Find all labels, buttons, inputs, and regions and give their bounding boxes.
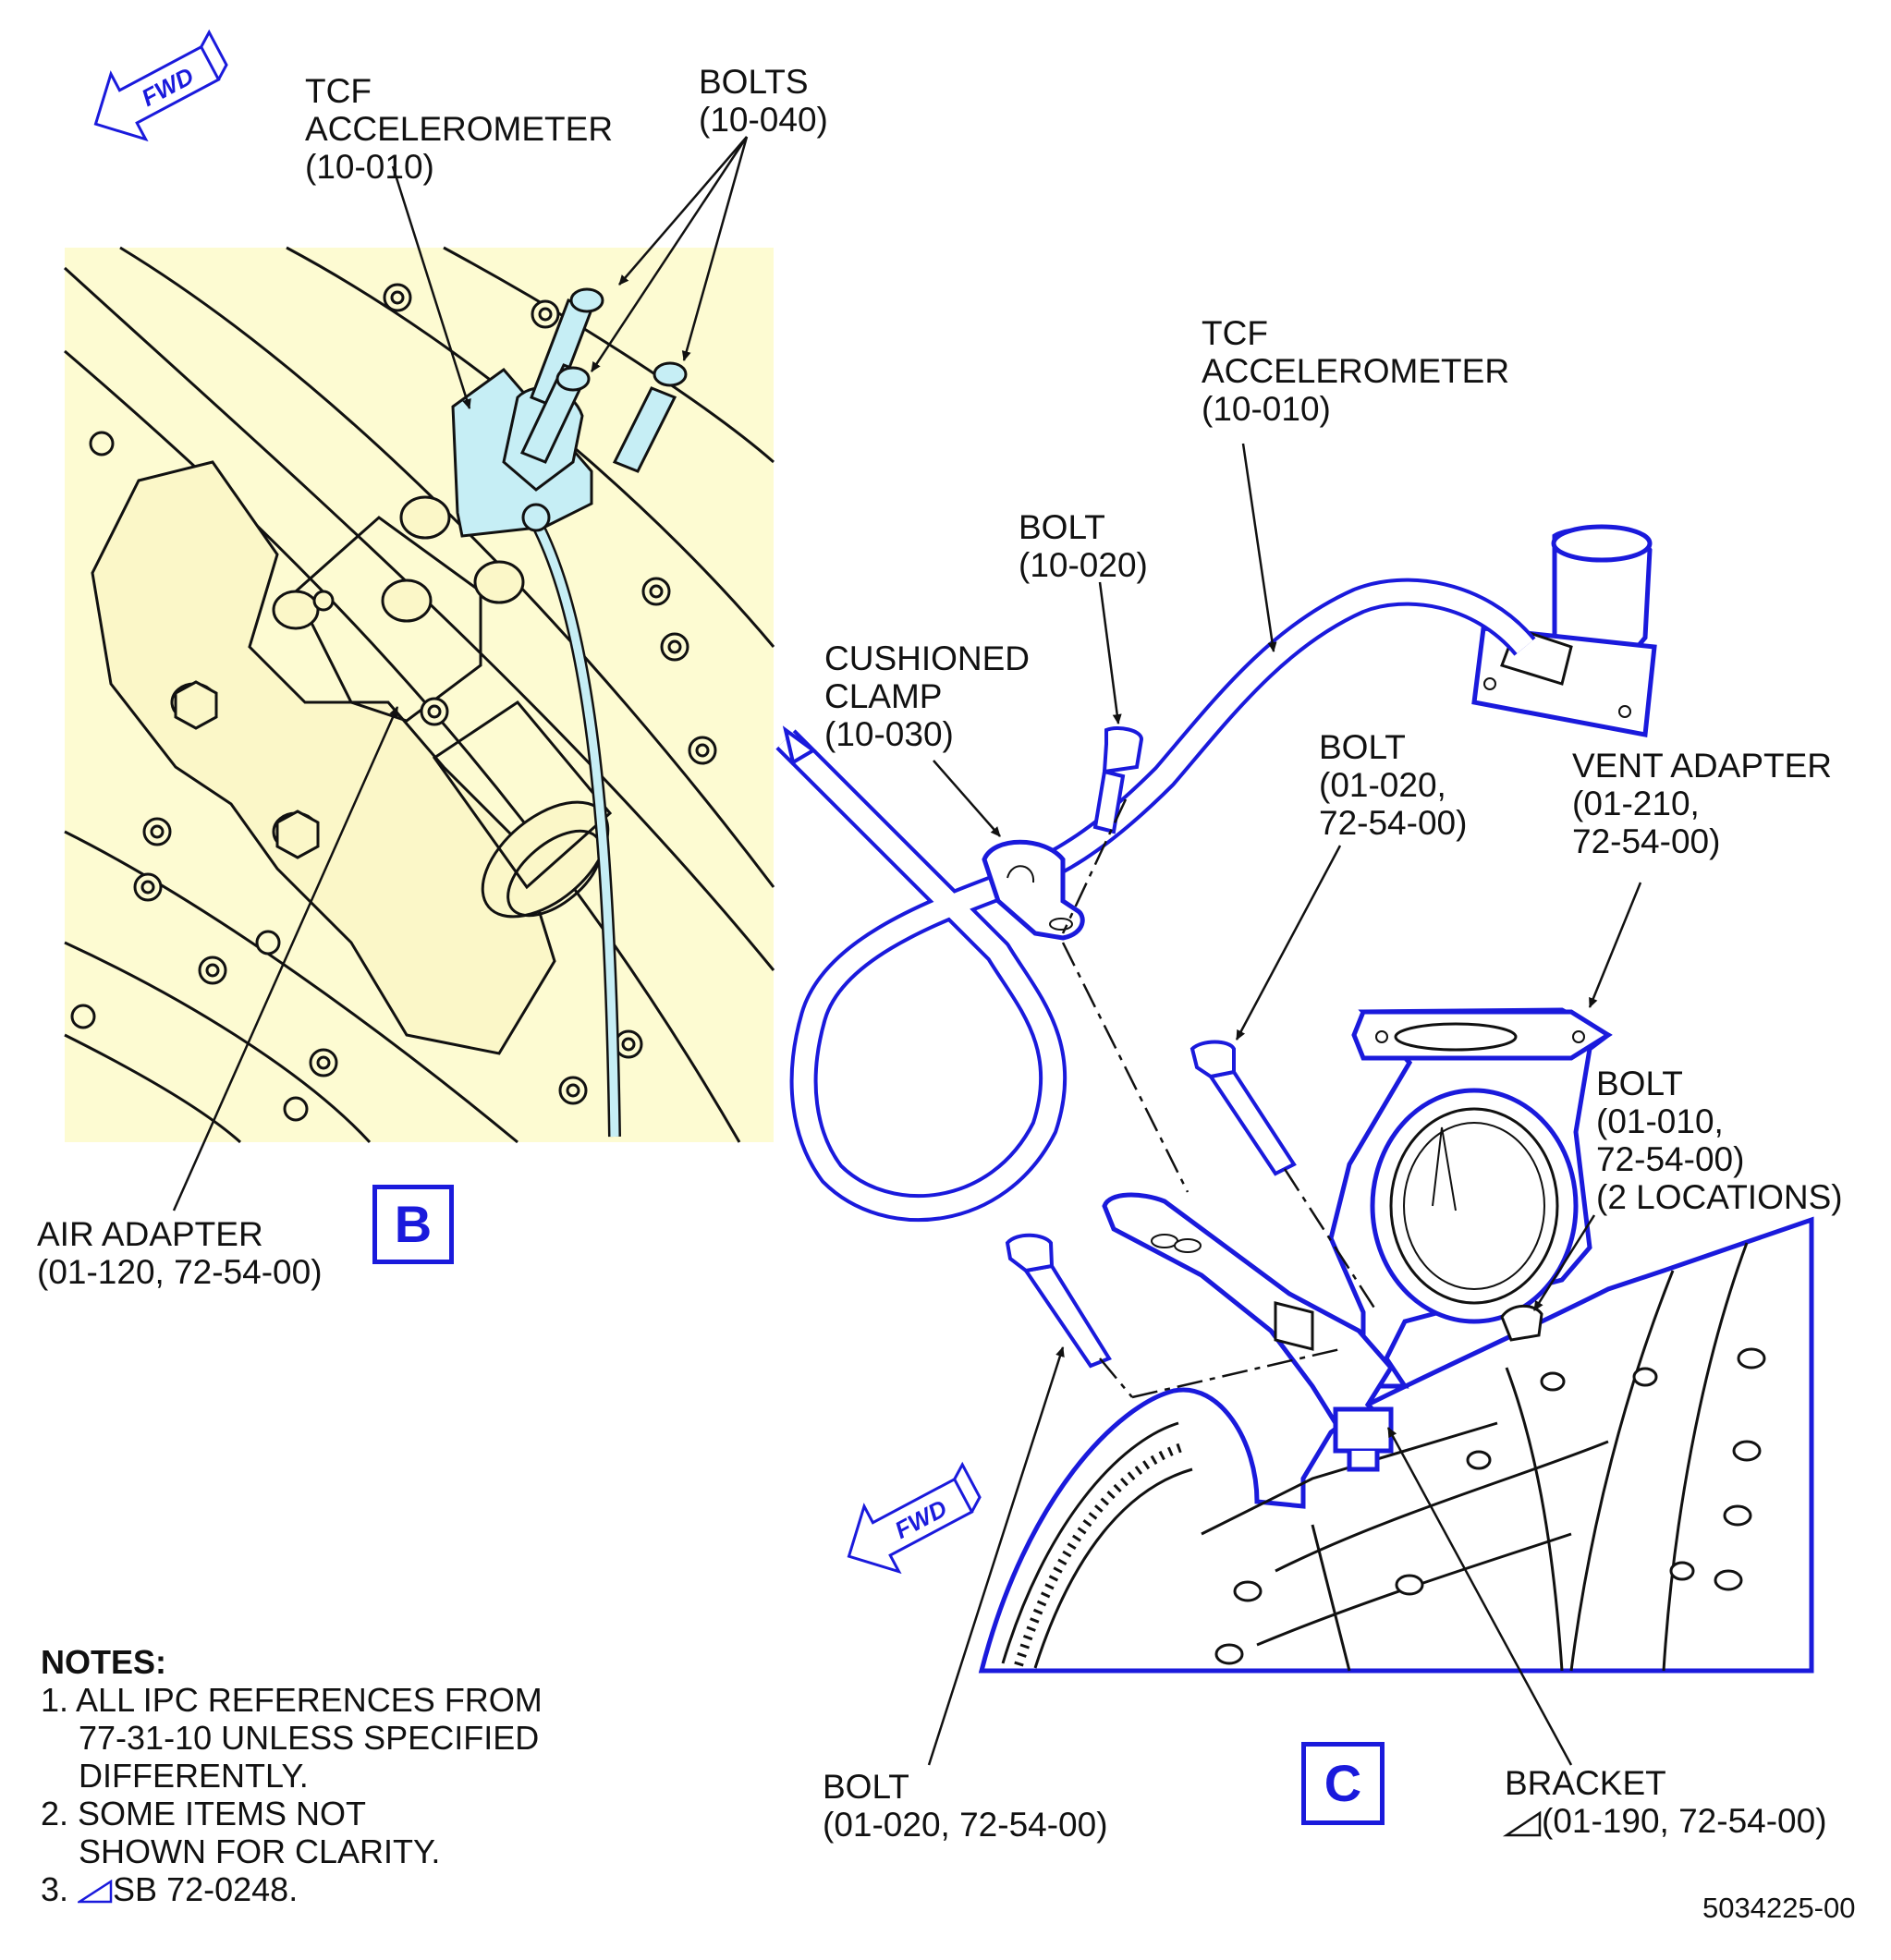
callout-c-vent-adapter: VENT ADAPTER (01-210, 72-54-00) (1572, 747, 1832, 860)
callout-line: (01-010, (1596, 1102, 1724, 1140)
callout-c-bolt-01-020-upper: BOLT (01-020, 72-54-00) (1319, 728, 1467, 842)
callout-line: 72-54-00) (1319, 804, 1468, 842)
callout-line: 72-54-00) (1596, 1140, 1745, 1178)
note-3: 3. SB 72-0248. (41, 1870, 543, 1908)
fwd-arrow-c: FWD (847, 1461, 982, 1575)
callout-line: (01-020, (1319, 766, 1446, 804)
view-label-c: C (1301, 1742, 1385, 1825)
bracket (1102, 1192, 1395, 1472)
callout-line: ACCELEROMETER (305, 110, 614, 148)
callout-line: BOLT (1319, 728, 1406, 766)
note-3-text: SB 72-0248. (113, 1870, 299, 1908)
sb-flag-icon (78, 1880, 113, 1904)
notes-block: NOTES: 1. ALL IPC REFERENCES FROM 77-31-… (41, 1643, 543, 1908)
notes-heading: NOTES: (41, 1643, 167, 1681)
bolt-01-010 (1500, 1304, 1543, 1342)
note-1-line-1: 1. ALL IPC REFERENCES FROM (41, 1681, 543, 1719)
callout-line: CLAMP (824, 677, 943, 715)
callout-line: 72-54-00) (1572, 822, 1721, 860)
callout-line: ACCELEROMETER (1202, 352, 1510, 390)
callout-line: (01-210, (1572, 785, 1700, 822)
fwd-arrow-b: FWD (93, 29, 228, 142)
callout-c-bolt-10-020: BOLT (10-020) (1019, 508, 1148, 584)
callout-line: (10-010) (305, 148, 434, 186)
accelerometer-sensor-c (1471, 524, 1657, 737)
callout-line: (10-030) (824, 715, 954, 753)
detail-c-drawing: FWD (775, 443, 1814, 1837)
callout-line: BRACKET (1505, 1764, 1666, 1802)
callout-c-cushioned-clamp: CUSHIONED CLAMP (10-030) (824, 639, 1030, 753)
note-3-number: 3. (41, 1870, 69, 1908)
callout-line: BOLT (1019, 508, 1105, 546)
note-1-line-2: 77-31-10 UNLESS SPECIFIED (79, 1719, 540, 1757)
callout-c-bolt-01-010: BOLT (01-010, 72-54-00) (2 LOCATIONS) (1596, 1065, 1843, 1216)
callout-line: BOLTS (699, 63, 809, 101)
callout-line: (2 LOCATIONS) (1596, 1178, 1843, 1216)
note-1-line-3: DIFFERENTLY. (79, 1757, 309, 1795)
cushioned-clamp (982, 839, 1085, 941)
note-2-line-1: 2. SOME ITEMS NOT (41, 1795, 367, 1832)
callout-line: TCF (305, 72, 372, 110)
bolt-10-020 (1092, 726, 1144, 834)
callout-line: BOLT (823, 1768, 909, 1806)
callout-c-bracket: BRACKET (01-190, 72-54-00) (1505, 1764, 1827, 1840)
callout-line: BOLT (1596, 1065, 1683, 1102)
callout-b-air-adapter: AIR ADAPTER (01-120, 72-54-00) (37, 1215, 323, 1291)
document-number: 5034225-00 (1702, 1892, 1856, 1924)
callout-line: (01-120, 72-54-00) (37, 1253, 323, 1291)
air-adapter-body (91, 460, 556, 1055)
callout-line: (01-020, 72-54-00) (823, 1806, 1108, 1844)
callout-b-bolts: BOLTS (10-040) (699, 63, 828, 139)
callout-b-tcf-accelerometer: TCF ACCELEROMETER (10-010) (305, 72, 613, 186)
bolt-01-020-upper (1190, 1040, 1297, 1176)
callout-line: TCF (1202, 314, 1268, 352)
callout-line: (10-020) (1019, 546, 1148, 584)
detail-b-drawing: FWD (63, 29, 775, 1211)
callout-line: AIR ADAPTER (37, 1215, 263, 1253)
vent-adapter (1328, 1007, 1613, 1389)
view-label-b: B (372, 1185, 454, 1264)
note-2-line-2: SHOWN FOR CLARITY. (79, 1832, 441, 1870)
bolt-01-020-lower (1005, 1233, 1112, 1369)
callout-line: VENT ADAPTER (1572, 747, 1833, 785)
callout-line: (01-190, 72-54-00) (1542, 1802, 1827, 1840)
callout-line: (10-010) (1202, 390, 1331, 428)
sb-flag-bracket (1502, 1810, 1542, 1837)
callout-line: (10-040) (699, 101, 828, 139)
callout-c-tcf-accelerometer: TCF ACCELEROMETER (10-010) (1202, 314, 1509, 428)
callout-line: CUSHIONED (824, 639, 1031, 677)
callout-c-bolt-01-020-lower: BOLT (01-020, 72-54-00) (823, 1768, 1108, 1844)
